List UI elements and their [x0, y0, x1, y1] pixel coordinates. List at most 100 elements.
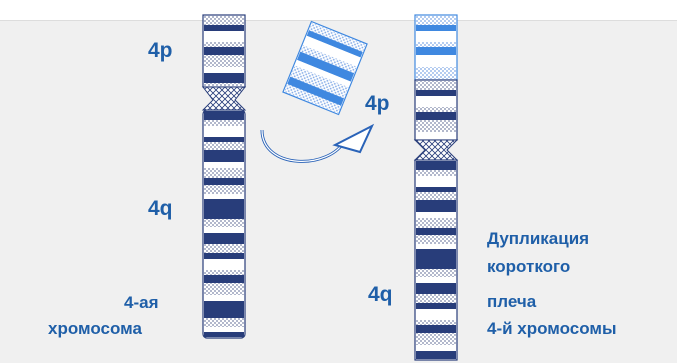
chromosome-band [204, 301, 244, 311]
fragment-band [306, 30, 363, 58]
chromosome-band [416, 112, 456, 120]
chromosome-band [204, 275, 244, 283]
fragment-band [308, 22, 366, 52]
chromosome-band [416, 25, 456, 31]
chromosome-band [416, 303, 456, 309]
chromosome-band [204, 212, 244, 219]
chromosome-band [204, 73, 244, 83]
chromosome-band [204, 42, 244, 47]
chromosome-band [416, 73, 456, 79]
chromosome-band [204, 83, 244, 86]
chromosome-band [416, 333, 456, 345]
chromosome-band [416, 269, 456, 277]
chromosome-band [416, 187, 456, 192]
right-caption-line2: короткого [487, 257, 571, 276]
chromosome-band [204, 227, 244, 233]
fragment-band [300, 45, 357, 74]
chromosome-band [416, 42, 456, 47]
chromosome-band [416, 120, 456, 132]
top-caption-fragment [0, 0, 677, 21]
right-caption-line3: плеча [487, 292, 537, 311]
fragment-band [302, 35, 361, 67]
chromosome-band [416, 320, 456, 325]
chromosome-band [416, 212, 456, 218]
chromosome-band [416, 55, 456, 67]
chromosome-band [204, 219, 244, 227]
chromosome-band [416, 81, 456, 90]
chromosome-band [204, 185, 244, 194]
right-caption-line1: Дупликация [487, 229, 590, 248]
chromosome-band [416, 132, 456, 138]
right-p-arm-label: 4p [365, 92, 390, 115]
chromosome-band [204, 137, 244, 142]
chromosome-band [204, 233, 244, 244]
chromosome-band [416, 283, 456, 294]
chromosome-band [416, 345, 456, 351]
chromosome-band [416, 31, 456, 42]
chromosome-band [416, 47, 456, 55]
chromosome-band [416, 325, 456, 333]
chromosome-band [204, 311, 244, 318]
right-chromosome-4-duplicated [413, 14, 459, 361]
fragment-band [290, 65, 349, 99]
chromosome-band [416, 170, 456, 176]
chromosome-band [416, 244, 456, 249]
chromosome-band [416, 200, 456, 212]
chromosome-band [416, 277, 456, 283]
chromosome-band [204, 25, 244, 31]
chromosome-band [204, 178, 244, 185]
chromosome-band [204, 194, 244, 199]
chromosome-band [204, 270, 244, 275]
chromosome-band [204, 111, 244, 120]
chromosome-band [204, 126, 244, 137]
right-q-arm-label: 4q [368, 283, 393, 306]
chromosome-band [416, 309, 456, 320]
chromosome-band [416, 351, 456, 359]
left-centromere [201, 86, 247, 111]
fragment-band [296, 51, 355, 82]
chromosome-band [204, 67, 244, 73]
chromosome-band [416, 228, 456, 235]
chromosome-band [416, 67, 456, 73]
chromosome-band [204, 168, 244, 178]
chromosome-band [416, 176, 456, 187]
chromosome-band [416, 192, 456, 200]
chromosome-band [416, 218, 456, 228]
chromosome-band [416, 90, 456, 96]
right-centromere [413, 139, 459, 161]
chromosome-band [204, 31, 244, 42]
chromosome-band [204, 16, 244, 25]
duplicated-fragment [282, 20, 368, 116]
chromosome-band [204, 327, 244, 332]
left-p-arm-label: 4p [148, 39, 173, 62]
chromosome-band [204, 55, 244, 67]
chromosome-band [416, 262, 456, 269]
chromosome-band [416, 235, 456, 244]
arrow-head-icon [332, 123, 375, 154]
left-q-arm-label: 4q [148, 197, 173, 220]
chromosome-band [416, 16, 456, 25]
chromosome-band [204, 244, 244, 253]
left-caption-line1: 4-ая [124, 293, 159, 312]
chromosome-band [204, 253, 244, 259]
chromosome-band [416, 161, 456, 170]
chromosome-band [416, 107, 456, 112]
chromosome-band [416, 294, 456, 303]
chromosome-band [204, 150, 244, 162]
left-chromosome-4 [201, 14, 247, 339]
fragment-band [284, 84, 342, 114]
fragment-band [287, 76, 345, 106]
chromosome-band [204, 47, 244, 55]
chromosome-band [204, 332, 244, 337]
chromosome-band [416, 249, 456, 262]
chromosome-band [204, 318, 244, 327]
left-caption-line2: хромосома [48, 319, 142, 338]
chromosome-band [416, 96, 456, 107]
chromosome-band [204, 142, 244, 150]
transfer-arrow [260, 123, 375, 163]
right-caption-line4: 4-й хромосомы [487, 319, 617, 338]
fragment-band [294, 59, 351, 88]
chromosome-band [204, 295, 244, 301]
chromosome-band [204, 259, 244, 270]
